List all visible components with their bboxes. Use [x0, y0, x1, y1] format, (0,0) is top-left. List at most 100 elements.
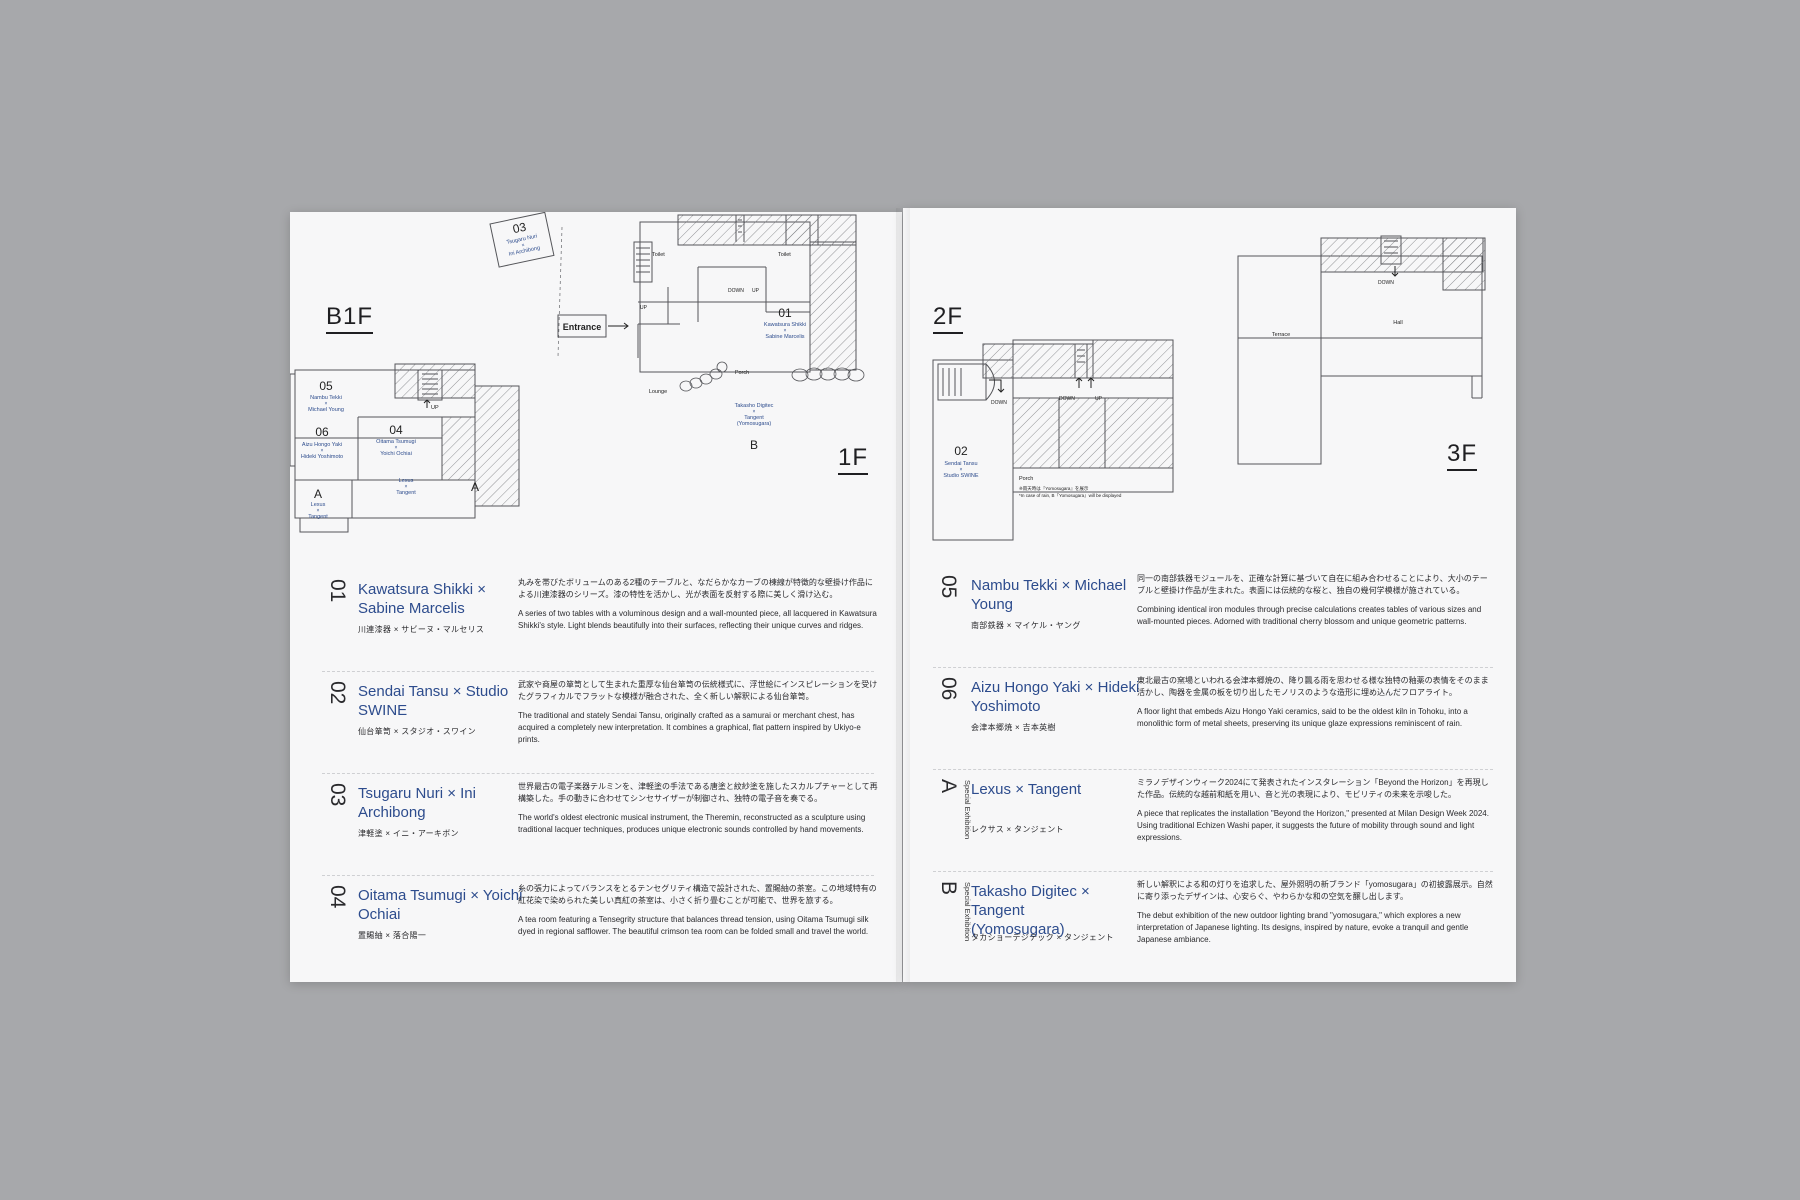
f2-plan	[932, 339, 1174, 541]
f2-porch: Porch	[1019, 476, 1033, 482]
entry-number: 05	[937, 575, 960, 599]
right-entry-list: 05 Nambu Tekki × Michael Young 南部鉄器 × マイ…	[933, 566, 1493, 973]
f2-porch-note-jp: ※雨天時は『Yomosugara』を展示	[1019, 485, 1089, 492]
entry-jp-name: 川連漆器 × サビーヌ・マルセリス	[358, 625, 485, 634]
entry-title: Takasho Digitec × Tangent (Yomosugara)	[971, 883, 1090, 938]
b1f-05-artisan: Nambu Tekki	[310, 395, 342, 401]
b1f-a-letter: A	[314, 487, 322, 501]
entry-jp-name: 会津本郷焼 × 吉本英樹	[971, 723, 1056, 732]
b1f-a2-x: ×	[405, 484, 408, 490]
f1-01-num: 01	[778, 306, 792, 320]
f2-down-2: DOWN	[1059, 396, 1075, 402]
b1f-06-artisan: Aizu Hongo Yaki	[302, 442, 342, 448]
entry-jp-name: タカショーデジテック × タンジェント	[971, 933, 1114, 942]
entry-desc-en: A tea room featuring a Tensegrity struct…	[518, 915, 869, 936]
f2-arrows	[989, 377, 1095, 393]
f3-hall: Hall	[1393, 320, 1402, 326]
entry-description: 糸の張力によってバランスをとるテンセグリティ構造で設計された、置賜紬の茶室。この…	[518, 883, 880, 938]
b1f-04-x: ×	[395, 445, 398, 451]
entry-jp-name: 置賜紬 × 落合陽一	[358, 931, 427, 940]
floor-label-2f: 2F	[933, 305, 964, 334]
b1f-a-x: ×	[317, 508, 320, 514]
b1f-05-designer: Michael Young	[308, 407, 344, 413]
entry-desc-en: A floor light that embeds Aizu Hongo Yak…	[1137, 707, 1468, 728]
f1-b-letter: B	[750, 438, 758, 452]
entry-desc-jp: 同一の南部鉄器モジュールを、正確な計算に基づいて自在に組み合わせることにより、大…	[1137, 574, 1488, 595]
b1f-04-artisan: Oitama Tsumugi	[376, 439, 416, 445]
floorplan-b1f-1f: UP 05 Nambu Tekki × Michael Young 06 Aiz…	[290, 212, 865, 533]
entry-description: ミラノデザインウィーク2024にて発表されたインスタレーション「Beyond t…	[1137, 777, 1493, 844]
f1-b-designer: Tangent	[744, 415, 764, 421]
b1f-a2-designer: Tangent	[396, 490, 416, 496]
entry-02: 02 Sendai Tansu × Studio SWINE 仙台箪笥 × スタ…	[322, 672, 877, 774]
entry-desc-en: The debut exhibition of the new outdoor …	[1137, 911, 1469, 944]
f1-down: DOWN	[728, 288, 744, 294]
entry-title: Lexus × Tangent	[971, 781, 1082, 798]
b1f-05-num: 05	[319, 379, 333, 393]
f3-terrace: Terrace	[1272, 332, 1290, 338]
entry-01: 01 Kawatsura Shikki × Sabine Marcelis 川連…	[322, 570, 877, 672]
b1f-a-designer: Tangent	[308, 514, 328, 520]
b1f-a2-brand: Lexus	[399, 478, 414, 484]
f1-up-1: UP	[752, 288, 760, 294]
entry-03: 03 Tsugaru Nuri × Ini Archibong 津軽塗 × イニ…	[322, 774, 878, 876]
f1-01-x: ×	[784, 328, 787, 334]
entry-letter: A	[937, 779, 960, 794]
entry-number: 04	[326, 885, 349, 909]
f1-toilet-1: Toilet	[652, 252, 665, 258]
entry-description: 武家や商屋の箪笥として生まれた重厚な仙台箪笥の伝統様式に、浮世絵にインスピレーシ…	[518, 679, 880, 746]
f1-b-sub: (Yomosugara)	[737, 421, 772, 427]
entry-desc-en: The world's oldest electronic musical in…	[518, 813, 866, 834]
b1f-06-num: 06	[315, 425, 329, 439]
f1-03-num: 03	[511, 220, 527, 237]
spine-shadow	[896, 208, 910, 982]
floorplan-2f-3f: DOWN DOWN UP 02 Sendai Tansu × Studio SW…	[932, 235, 1486, 541]
b1f-a2-letter: A	[471, 480, 479, 494]
entry-title: Tsugaru Nuri × Ini Archibong	[358, 785, 476, 821]
b1f-06-x: ×	[321, 448, 324, 454]
floor-label-b1f: B1F	[326, 305, 374, 334]
f2-02-x: ×	[960, 467, 963, 473]
entry-description: 同一の南部鉄器モジュールを、正確な計算に基づいて自在に組み合わせることにより、大…	[1137, 573, 1493, 628]
entry-desc-en: The traditional and stately Sendai Tansu…	[518, 711, 861, 744]
b1f-up-label: UP	[431, 405, 439, 411]
entry-desc-en: A piece that replicates the installation…	[1137, 809, 1489, 842]
entry-letter: B	[937, 881, 960, 896]
f1-porch: Porch	[735, 370, 749, 376]
entry-title: Aizu Hongo Yaki × Hideki Yoshimoto	[971, 679, 1140, 715]
f1-b-x: ×	[753, 409, 756, 415]
right-page: DOWN DOWN UP 02 Sendai Tansu × Studio SW…	[903, 208, 1516, 982]
entry-desc-en: Combining identical iron modules through…	[1137, 605, 1482, 626]
entry-description: 東北最古の窯場といわれる会津本郷焼の、降り飄る雨を思わせる様な独特の釉薬の表情を…	[1137, 675, 1493, 730]
entry-number: 01	[326, 579, 349, 603]
b1f-up-arrow	[423, 399, 431, 408]
entry-number: 02	[326, 681, 349, 705]
entry-description: 世界最古の電子楽器テルミンを、津軽塗の手法である唐塗と紋紗塗を施したスカルプチャ…	[518, 781, 880, 836]
f1-03-x: ×	[521, 242, 525, 248]
entry-title: Oitama Tsumugi × Yoichi Ochiai	[358, 887, 523, 923]
entry-jp-name: 仙台箪笥 × スタジオ・スワイン	[358, 727, 476, 736]
left-entry-list: 01 Kawatsura Shikki × Sabine Marcelis 川連…	[322, 570, 878, 977]
f2-02-num: 02	[954, 444, 968, 458]
f2-down-1: DOWN	[991, 400, 1007, 406]
f3-plan	[1237, 235, 1486, 465]
floor-label-1f: 1F	[838, 446, 869, 475]
b1f-04-designer: Yoichi Ochiai	[380, 451, 412, 457]
f1-01-artisan: Kawatsura Shikki	[764, 322, 806, 328]
f1-toilet-2: Toilet	[778, 252, 791, 258]
f2-02-designer: Studio SWINE	[943, 473, 978, 479]
entry-desc-jp: 東北最古の窯場といわれる会津本郷焼の、降り飄る雨を思わせる様な独特の釉薬の表情を…	[1137, 676, 1489, 697]
b1f-04-num: 04	[389, 423, 403, 437]
entry-jp-name: 南部鉄器 × マイケル・ヤング	[971, 621, 1081, 630]
f2-up: UP	[1095, 396, 1103, 402]
entry-title: Nambu Tekki × Michael Young	[971, 577, 1127, 613]
entry-title: Sendai Tansu × Studio SWINE	[358, 683, 509, 719]
special-exhibition-label: Special Exhibition	[963, 780, 972, 840]
entry-b: B Special Exhibition Takasho Digitec × T…	[933, 872, 1493, 973]
entry-title: Kawatsura Shikki × Sabine Marcelis	[358, 581, 486, 617]
f3-arrow	[1391, 266, 1399, 277]
b1f-plan	[290, 363, 520, 533]
entry-desc-jp: 丸みを帯びたボリュームのある2種のテーブルと、なだらかなカーブの棟線が特徴的な壁…	[518, 578, 873, 599]
f1-03-box: 03 Tsugaru Nuri × Ini Archibong	[489, 212, 555, 268]
garden-stones	[679, 361, 865, 392]
